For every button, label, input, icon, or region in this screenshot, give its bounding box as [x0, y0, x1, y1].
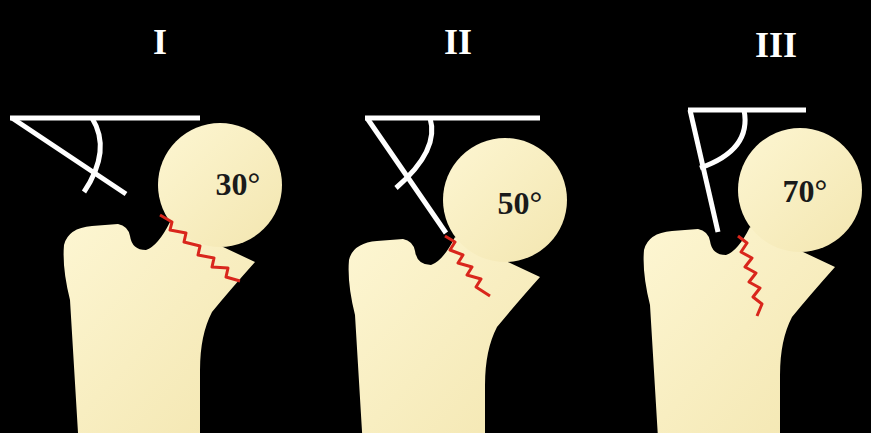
- femur-I: [10, 118, 282, 433]
- type-numeral: I: [153, 24, 167, 60]
- femur-III: [644, 110, 862, 433]
- angle-value: 50°: [498, 187, 543, 219]
- angle-value: 70°: [783, 175, 828, 207]
- type-numeral: III: [755, 27, 797, 63]
- type-numeral: II: [444, 24, 472, 60]
- femur-II: [349, 118, 567, 433]
- angle-value: 30°: [216, 168, 261, 200]
